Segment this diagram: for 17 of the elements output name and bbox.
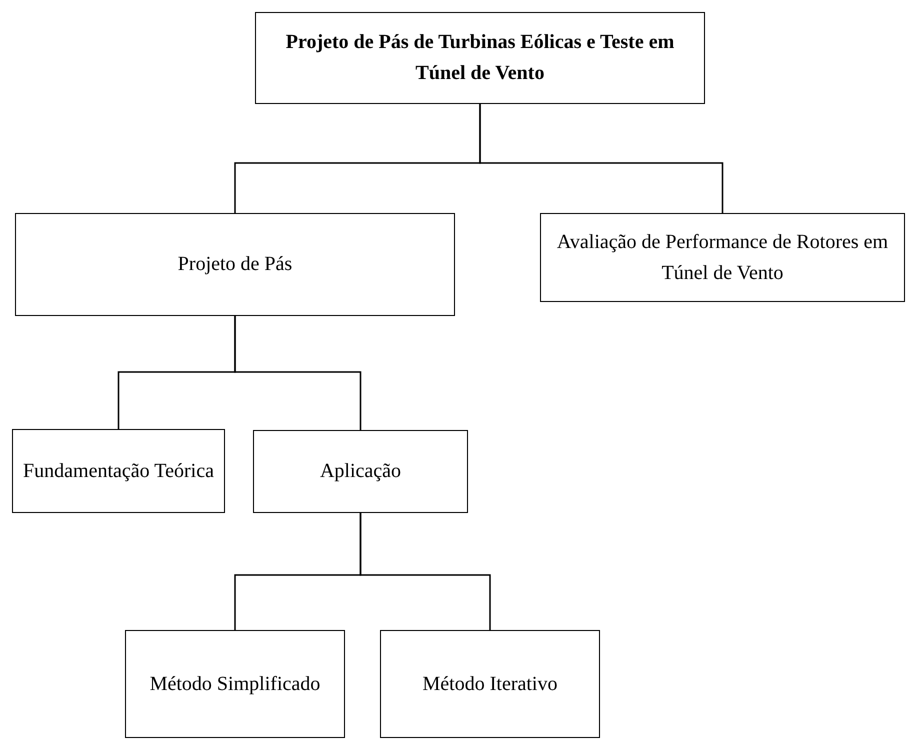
- node-label: Fundamentação Teórica: [22, 458, 215, 484]
- topic-box: [540, 213, 905, 302]
- title-box: [255, 12, 705, 104]
- connector-line: [360, 513, 491, 630]
- node-label: Aplicação: [318, 459, 402, 484]
- node-label: Projeto de Pás de Turbinas Eólicas e Teste em Túnel de Vento: [284, 30, 676, 86]
- connector-line: [234, 316, 362, 430]
- node-label: Projeto de Pás: [176, 252, 294, 277]
- topic-box: [125, 630, 345, 738]
- connector-line: [479, 104, 724, 213]
- topic-box: [15, 213, 455, 316]
- topic-box: [253, 430, 468, 513]
- topic-box: [380, 630, 600, 738]
- node-label: Método Simplificado: [148, 672, 322, 696]
- topic-box: [12, 429, 225, 513]
- node-label: Método Iterativo: [422, 672, 558, 696]
- node-label: Avaliação de Performance de Rotores em Túnel de Vento: [556, 230, 890, 286]
